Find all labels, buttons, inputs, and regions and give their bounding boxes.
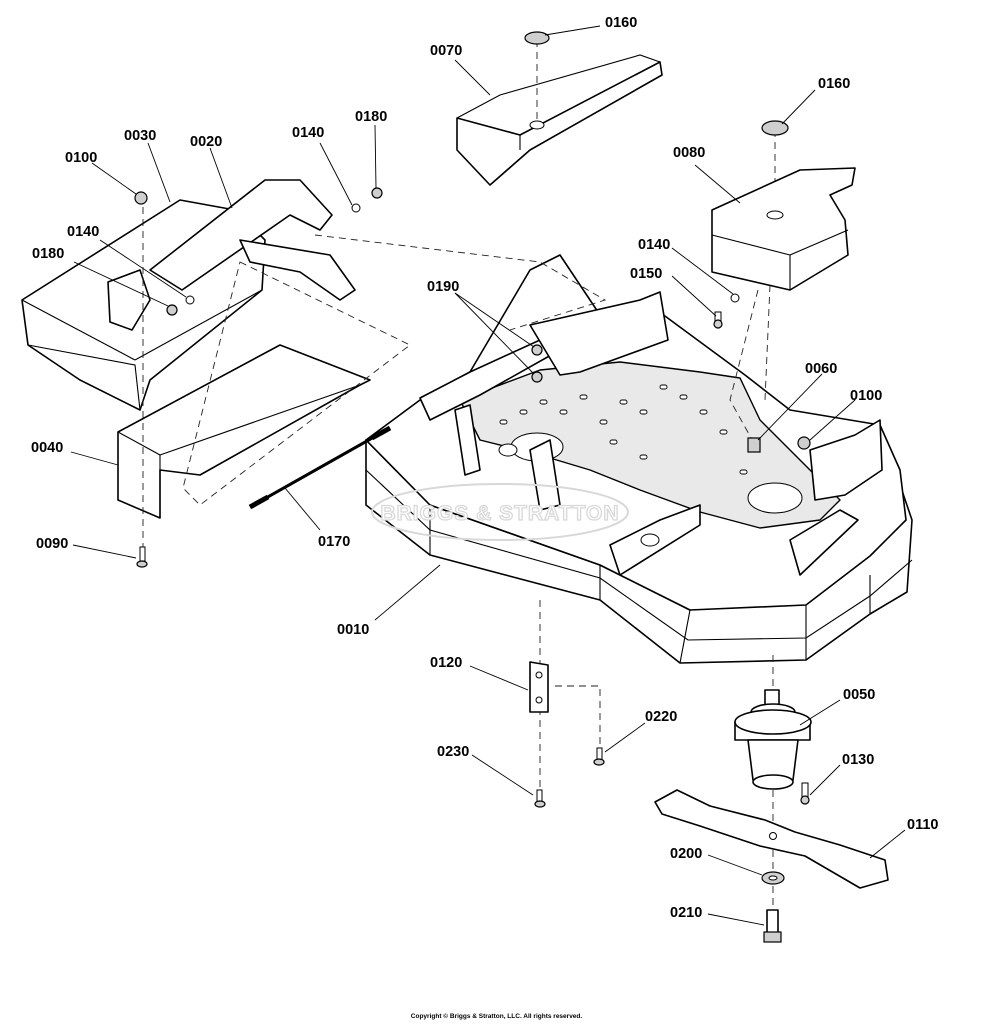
callout-0070: 0070 [430,43,462,59]
hardware-items [134,31,811,808]
chute-bracket-0020 [149,179,356,301]
callout-0200: 0200 [670,846,702,862]
spindle-assembly-0050 [734,689,812,805]
washer-0140-c [730,293,740,303]
callout-0140c: 0140 [638,237,670,253]
callout-0060: 0060 [805,361,837,377]
chute-side-plate [107,269,151,331]
callout-0030: 0030 [124,128,156,144]
callout-0010: 0010 [337,622,369,638]
copyright-notice: Copyright © Briggs & Stratton, LLC. All … [410,1013,583,1020]
blade-0110 [654,789,889,943]
callout-0220: 0220 [645,709,677,725]
callout-labels: 0160 0070 0160 0080 0030 0020 0140 0180 … [31,15,938,921]
leader-lines [70,25,906,926]
screw-0220 [593,747,605,766]
screw-0090 [136,546,148,568]
brand-watermark: BRIGGS & STRATTON [371,483,629,541]
mower-deck-shell [365,254,913,664]
callout-0230: 0230 [437,744,469,760]
bumper-0160-b [761,120,789,136]
bolt-0130 [800,782,810,805]
assembly-guides [142,40,776,910]
belt-cover-0080 [711,167,856,291]
callout-0110: 0110 [907,817,938,833]
deflector-plate-0040 [117,344,371,519]
callout-0090: 0090 [36,536,68,552]
callout-0080: 0080 [673,145,705,161]
callout-0100a: 0100 [65,150,97,166]
callout-0190: 0190 [427,279,459,295]
clip-0060 [747,437,761,453]
bracket-0120 [529,661,549,713]
callout-0140b: 0140 [67,224,99,240]
belt-cover-0070 [456,54,663,186]
callout-0120: 0120 [430,655,462,671]
callout-0170: 0170 [318,534,350,550]
callout-0150: 0150 [630,266,662,282]
callout-0180b: 0180 [32,246,64,262]
callout-0100b: 0100 [850,388,882,404]
rod-0170 [248,425,392,510]
watermark-text: BRIGGS & STRATTON [380,502,619,525]
nut-0100-b [797,436,811,450]
nut-0180-b [166,304,178,316]
nut-0190-a [531,344,543,356]
callout-0040: 0040 [31,440,63,456]
callout-0130: 0130 [842,752,874,768]
callout-0160b: 0160 [818,76,850,92]
callout-0210: 0210 [670,905,702,921]
bumper-0160-a [524,31,550,45]
nut-0180-a [371,187,383,199]
bolt-0210 [763,909,782,943]
washer-0140-a [351,203,361,213]
callout-0140a: 0140 [292,125,324,141]
callout-0160a: 0160 [605,15,637,31]
callout-0180a: 0180 [355,109,387,125]
bolt-0150 [713,311,723,329]
nut-0190-b [531,371,543,383]
nut-0100-a [134,191,148,205]
washer-0140-b [185,295,195,305]
callout-0050: 0050 [843,687,875,703]
screw-0230 [534,789,546,808]
callout-0020: 0020 [190,134,222,150]
